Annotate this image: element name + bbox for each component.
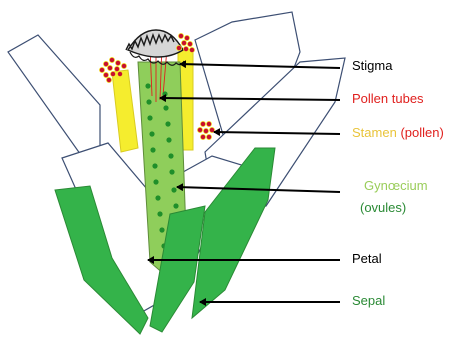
label-stamen: Stamen bbox=[352, 125, 397, 140]
stamen-left bbox=[112, 70, 138, 152]
pollen-cluster-falling bbox=[197, 121, 214, 139]
label-sepal: Sepal bbox=[352, 293, 385, 309]
label-pollen-tubes: Pollen tubes bbox=[352, 91, 424, 107]
label-petal: Petal bbox=[352, 251, 382, 267]
label-stamen-line: Stamen (pollen) bbox=[352, 125, 444, 141]
label-stamen-detail: (pollen) bbox=[400, 125, 443, 140]
label-ovules: (ovules) bbox=[360, 200, 406, 216]
label-gynoecium: Gynœcium bbox=[364, 178, 428, 194]
label-stigma: Stigma bbox=[352, 58, 392, 74]
